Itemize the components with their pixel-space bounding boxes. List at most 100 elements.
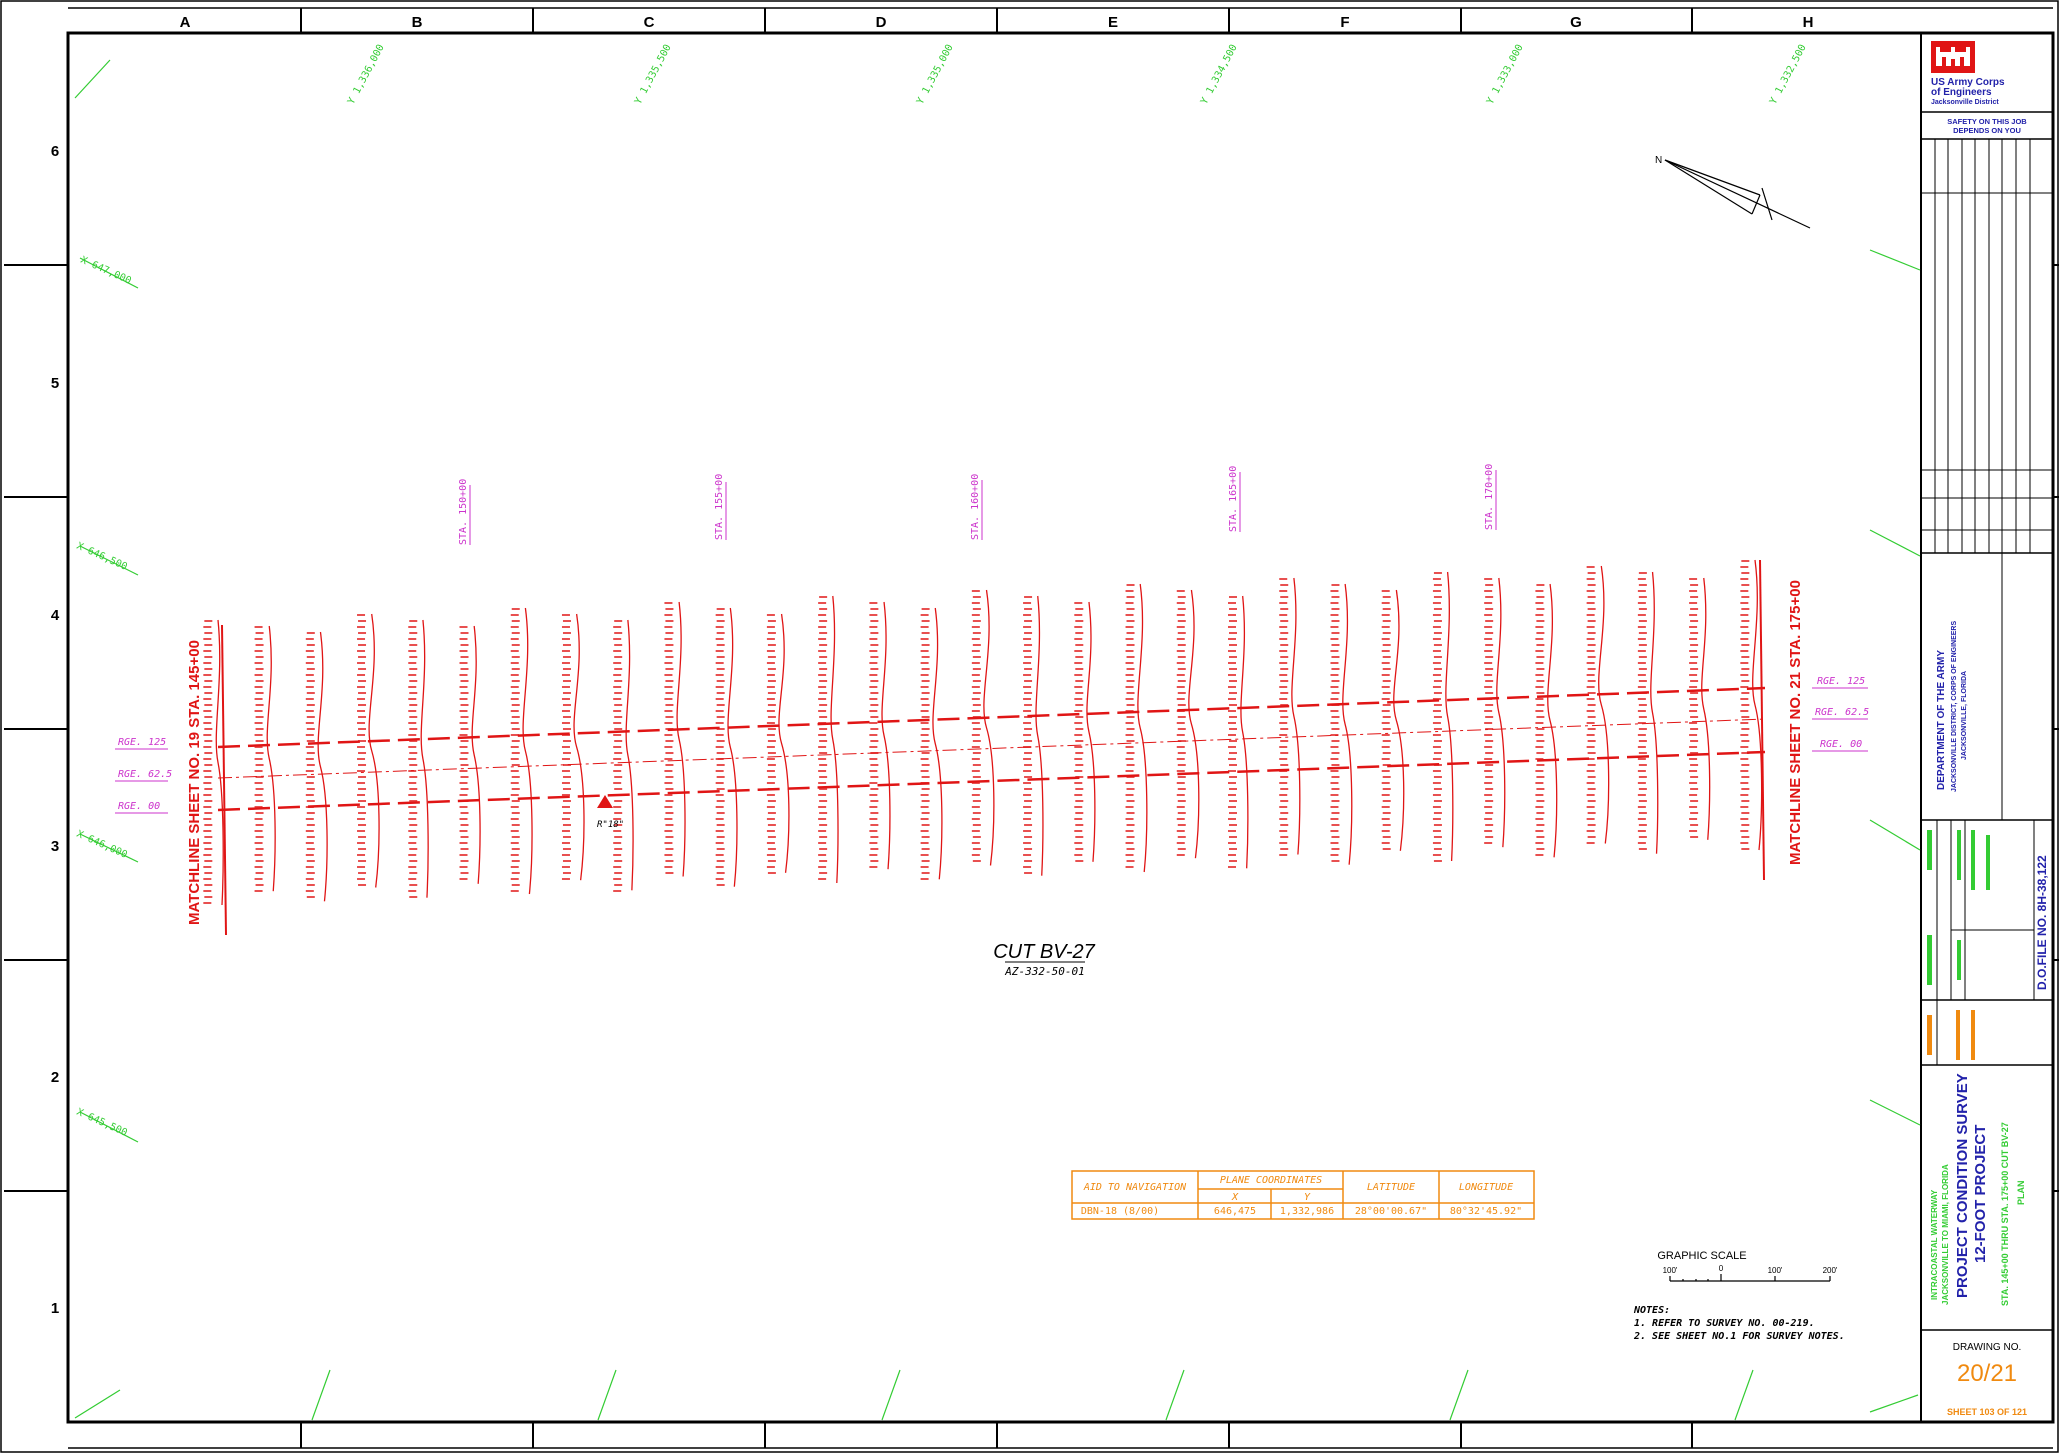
sounding-mark [1228,782,1236,784]
sounding-mark [1330,602,1339,604]
svg-text:N: N [1655,155,1662,166]
sounding-mark [921,800,930,802]
sounding-mark [715,746,724,748]
sounding-mark [1024,620,1033,622]
sounding-mark [1331,596,1340,598]
sounding-profile [1598,565,1610,844]
sounding-mark [460,632,469,634]
sounding-mark [1637,830,1646,832]
sounding-mark [613,890,622,892]
sounding-mark [716,716,725,718]
sounding-mark [1637,602,1646,604]
sounding-mark [1228,842,1236,844]
sounding-mark [1638,788,1647,790]
sounding-mark [1586,602,1595,604]
sounding-mark [614,752,623,754]
sounding-mark [254,758,263,760]
sounding-mark [255,692,264,694]
sounding-mark [818,602,827,604]
sounding-profile [1445,571,1454,862]
sounding-mark [972,812,981,814]
sheet-number: SHEET 103 OF 121 [1947,1407,2027,1417]
sounding-mark [1075,680,1084,682]
sounding-mark [869,638,878,640]
sounding-mark [664,638,673,640]
sounding-mark [1433,608,1442,610]
sounding-mark [1229,836,1237,838]
sounding-mark [818,818,827,820]
sounding-mark [1330,782,1339,784]
sounding-mark [1485,836,1494,838]
sounding-mark [1177,680,1186,682]
sounding-mark [614,668,623,670]
sounding-mark [1023,746,1032,748]
sounding-mark [1432,842,1441,844]
nav-header: PLANE COORDINATES [1220,1175,1322,1186]
sounding-mark [511,620,520,622]
sounding-mark [254,722,263,724]
sounding-mark [664,626,673,628]
row-label: 6 [51,143,59,160]
sounding-mark [971,830,980,832]
sounding-mark [1228,638,1236,640]
sounding-mark [1382,680,1391,682]
sounding-mark [1075,848,1084,850]
sounding-mark [1485,644,1494,646]
sounding-mark [562,716,571,718]
sounding-mark [255,752,264,754]
sounding-mark [1126,788,1135,790]
sounding-mark [613,818,622,820]
sounding-mark [204,860,213,862]
sounding-mark [1177,788,1186,790]
nav-header: AID TO NAVIGATION [1083,1182,1187,1193]
sounding-mark [1280,644,1289,646]
sounding-mark [1586,566,1595,568]
sounding-mark [254,686,263,688]
sounding-mark [204,620,213,622]
sounding-mark [1637,614,1646,616]
sounding-mark [614,656,623,658]
sounding-mark [459,818,468,820]
sounding-mark [510,674,519,676]
sounding-mark [1280,788,1289,790]
sounding-mark [1280,752,1289,754]
sounding-mark [1587,656,1596,658]
sounding-mark [1535,674,1544,676]
sounding-mark [203,866,212,868]
sounding-mark [921,680,930,682]
sounding-mark [1484,614,1493,616]
sounding-mark [1536,776,1545,778]
sounding-mark [1586,578,1595,580]
sounding-mark [511,704,520,706]
sounding-mark [1587,716,1596,718]
sounding-mark [358,752,367,754]
sounding-mark [408,746,417,748]
sounding-mark [358,812,367,814]
sounding-mark [1741,644,1750,646]
sounding-mark [460,860,469,862]
sounding-mark [306,872,315,874]
sounding-mark [1177,812,1186,814]
sounding-mark [870,752,879,754]
sounding-mark [1432,722,1441,724]
sounding-mark [971,602,980,604]
sounding-mark [1024,812,1033,814]
sounding-profile [573,613,585,881]
sounding-mark [204,728,213,730]
sounding-mark [1330,590,1339,592]
sounding-mark [870,788,879,790]
sounding-mark [819,872,828,874]
col-label: H [1803,14,1814,31]
sounding-mark [1535,614,1544,616]
sounding-mark [1484,830,1493,832]
sounding-mark [511,752,520,754]
sounding-mark [1228,734,1236,736]
sounding-mark [819,860,828,862]
sounding-mark [305,878,314,880]
sounding-mark [1689,578,1698,580]
sounding-mark [971,698,980,700]
sounding-mark [1484,722,1493,724]
sounding-mark [1741,848,1750,850]
sounding-mark [306,776,315,778]
sounding-mark [459,698,468,700]
